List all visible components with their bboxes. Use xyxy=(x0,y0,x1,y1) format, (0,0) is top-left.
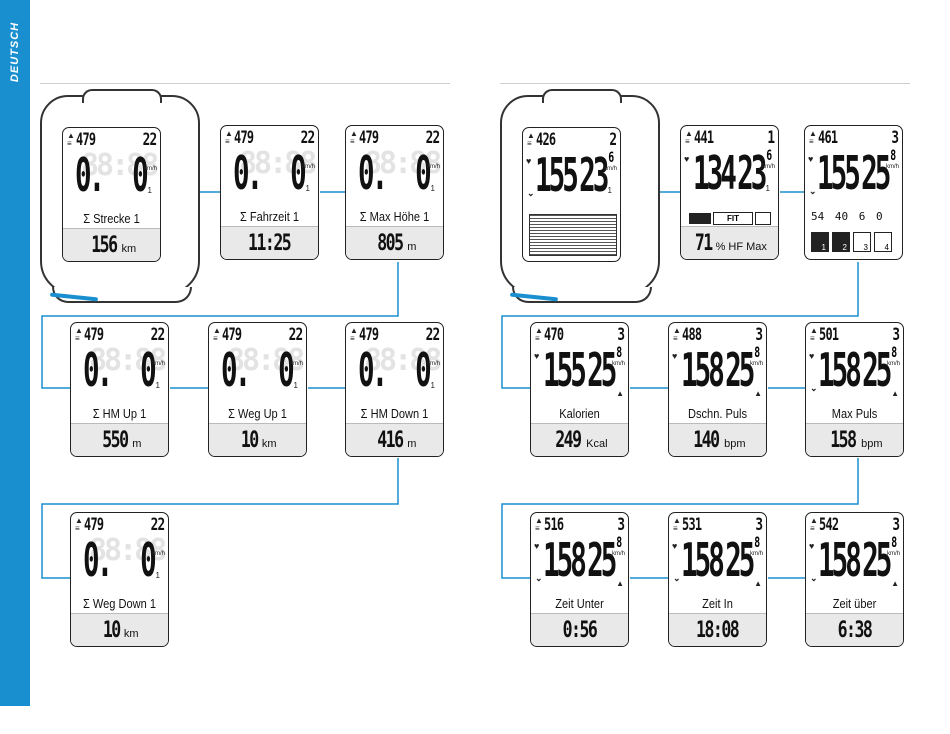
altitude-icon: ▲≡ xyxy=(350,326,358,343)
bike-computer-device-left: 88:88 ▲≡ 479 22 0.0 km/h 1 Σ Strecke 1 1… xyxy=(40,89,200,303)
display-screen-weg-down: 88:88 ▲≡ 479 22 0.0 km/h 1 Σ Weg Down 1 … xyxy=(70,512,169,647)
altitude-icon: ▲≡ xyxy=(673,326,681,343)
altitude-icon: ▲≡ xyxy=(67,131,75,148)
altitude-icon: ▲≡ xyxy=(225,129,233,146)
chevron-down-icon: ⌄ xyxy=(673,573,681,583)
altitude-icon: ▲≡ xyxy=(535,326,543,343)
top-rule-right xyxy=(500,83,910,84)
altitude-icon: ▲≡ xyxy=(810,516,818,533)
heart-icon: ♥ xyxy=(526,156,532,166)
display-screen-max-puls: ▲≡ 501 3 ♥ 158 25 8 km/h ⌄ ▲ Max Puls 15… xyxy=(805,322,904,457)
heart-icon: ♥ xyxy=(809,351,815,361)
zone-blocks: 1 2 3 4 xyxy=(811,232,892,252)
display-screen-dschn-puls: ▲≡ 488 3 ♥ 158 25 8 km/h ▲ Dschn. Puls 1… xyxy=(668,322,767,457)
chevron-down-icon: ⌄ xyxy=(809,186,817,196)
altitude-icon: ▲≡ xyxy=(213,326,221,343)
triangle-up-icon: ▲ xyxy=(891,389,899,398)
display-screen-zeit-ueber: ▲≡ 542 3 ♥ 158 25 8 km/h ⌄ ▲ Zeit über 6… xyxy=(805,512,904,647)
triangle-up-icon: ▲ xyxy=(616,579,624,588)
triangle-up-icon: ▲ xyxy=(754,389,762,398)
heart-icon: ♥ xyxy=(672,541,678,551)
altitude-icon: ▲≡ xyxy=(75,326,83,343)
altitude-icon: ▲≡ xyxy=(75,516,83,533)
altitude-profile-graph xyxy=(529,214,617,256)
altitude-icon: ▲≡ xyxy=(535,516,543,533)
fit-zone-bar: FIT xyxy=(689,212,771,225)
altitude-icon: ▲≡ xyxy=(350,129,358,146)
heart-icon: ♥ xyxy=(808,154,814,164)
heart-icon: ♥ xyxy=(534,541,540,551)
altitude-icon: ▲≡ xyxy=(673,516,681,533)
display-screen-graph: ▲≡ 426 2 ♥ 155 23 6 km/h 1 ⌄ xyxy=(522,127,621,262)
display-screen-strecke: 88:88 ▲≡ 479 22 0.0 km/h 1 Σ Strecke 1 1… xyxy=(62,127,161,262)
display-label: Σ Strecke 1 xyxy=(83,211,140,226)
chevron-down-icon: ⌄ xyxy=(535,573,543,583)
display-screen-hm-down: 88:88 ▲≡ 479 22 0.0 km/h 1 Σ HM Down 1 4… xyxy=(345,322,444,457)
display-screen-max-hoehe: 88:88 ▲≡ 479 22 0.0 km/h 1 Σ Max Höhe 1 … xyxy=(345,125,444,260)
display-screen-zeit-unter: ▲≡ 516 3 ♥ 158 25 8 km/h ⌄ ▲ Zeit Unter … xyxy=(530,512,629,647)
chevron-down-icon: ⌄ xyxy=(527,188,535,198)
triangle-up-icon: ▲ xyxy=(754,579,762,588)
heart-icon: ♥ xyxy=(672,351,678,361)
altitude-icon: ▲≡ xyxy=(685,129,693,146)
heart-icon: ♥ xyxy=(809,541,815,551)
zone-values: 54 40 6 0 xyxy=(811,210,883,223)
altitude-icon: ▲≡ xyxy=(527,131,535,148)
triangle-up-icon: ▲ xyxy=(891,579,899,588)
device-top-cap xyxy=(542,89,622,103)
display-screen-fahrzeit: 88:88 ▲≡ 479 22 0.0 km/h 1 Σ Fahrzeit 1 … xyxy=(220,125,319,260)
altitude-icon: ▲≡ xyxy=(809,129,817,146)
heart-icon: ♥ xyxy=(534,351,540,361)
heart-icon: ♥ xyxy=(684,154,690,164)
triangle-up-icon: ▲ xyxy=(616,389,624,398)
display-screen-hm-up: 88:88 ▲≡ 479 22 0.0 km/h 1 Σ HM Up 1 550… xyxy=(70,322,169,457)
display-screen-weg-up: 88:88 ▲≡ 479 22 0.0 km/h 1 Σ Weg Up 1 10… xyxy=(208,322,307,457)
language-tab: DEUTSCH xyxy=(0,0,30,706)
bike-computer-device-right: ▲≡ 426 2 ♥ 155 23 6 km/h 1 ⌄ xyxy=(500,89,660,303)
chevron-down-icon: ⌄ xyxy=(810,573,818,583)
top-rule-left xyxy=(40,83,450,84)
chevron-down-icon: ⌄ xyxy=(810,383,818,393)
device-top-cap xyxy=(82,89,162,103)
altitude-icon: ▲≡ xyxy=(810,326,818,343)
display-screen-zones: ▲≡ 461 3 ♥ 155 25 8 km/h ⌄ 54 40 6 0 1 2… xyxy=(804,125,903,260)
display-screen-zeit-in: ▲≡ 531 3 ♥ 158 25 8 km/h ⌄ ▲ Zeit In 18:… xyxy=(668,512,767,647)
display-screen-fit: ▲≡ 441 1 ♥ 134 23 6 km/h 1 FIT 71% HF Ma… xyxy=(680,125,779,260)
